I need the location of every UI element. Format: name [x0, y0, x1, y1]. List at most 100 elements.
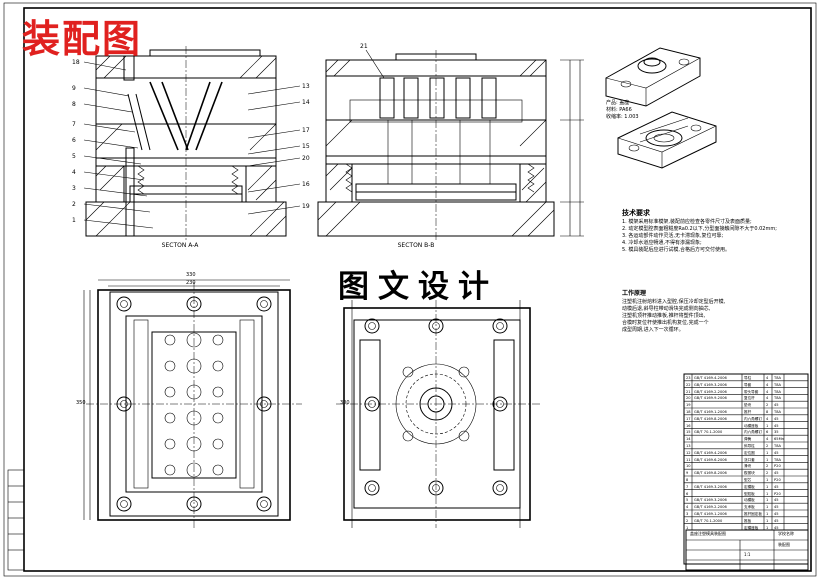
bolt-hole: [256, 496, 272, 512]
ejector-pin-hole: [164, 360, 176, 372]
ejector-pin-hole: [164, 438, 176, 450]
bom-cell: 18: [686, 409, 691, 414]
bom-cell: GB/T 4169.3-2006: [694, 484, 727, 489]
callout-number: 8: [72, 101, 76, 108]
bom-cell: GB/T 4169.1-2006: [694, 409, 727, 414]
bom-cell: 1: [766, 450, 769, 455]
bolt-hole: [364, 318, 380, 334]
ejector-pin-hole: [458, 430, 470, 442]
callout-leader: [247, 205, 301, 215]
title-drawing-name: 盖座注塑模具装配图: [690, 531, 726, 536]
callout-leader: [83, 203, 151, 213]
bom-cell: 内六角螺钉: [744, 416, 762, 421]
callout-leader: [247, 101, 301, 111]
bom-cell: 13: [686, 443, 691, 448]
bom-cell: T8A: [774, 389, 781, 394]
bom-cell: 2: [766, 471, 769, 476]
ejector-pin-hole: [164, 386, 176, 398]
bom-cell: 45: [774, 450, 779, 455]
bolt-hole: [256, 296, 272, 312]
callout-leader: [83, 171, 145, 181]
bom-cell: 10: [686, 464, 691, 469]
bom-cell: 9: [686, 471, 689, 476]
callout-leader: [83, 139, 139, 149]
callout-leader: [83, 123, 136, 133]
bom-cell: T8A: [774, 443, 781, 448]
bom-cell: 导柱: [744, 376, 752, 380]
bom-cell: 推杆固定板: [744, 511, 762, 516]
bom-cell: 4: [766, 437, 769, 442]
inner-frame: [23, 7, 812, 572]
callout-leader: [83, 155, 142, 165]
bolt-hole-inner: [120, 400, 128, 408]
bom-cell: GB/T 70.1-2000: [694, 518, 723, 523]
section-bb-label: SECTON B-B: [398, 242, 435, 249]
watermark-text: 图文设计: [338, 269, 498, 305]
bom-cell: 45: [774, 423, 779, 428]
bom-cell: GB/T 4169.4-2006: [694, 450, 727, 455]
callout-leader: [247, 183, 301, 193]
bom-cell: 16: [686, 423, 691, 428]
bom-cell: GB/T 4169.2-2006: [694, 389, 727, 394]
bom-cell: 4: [766, 396, 769, 401]
bolt-hole: [116, 296, 132, 312]
callout-leader: [83, 103, 133, 113]
callout-number: 20: [302, 155, 310, 162]
callout-leader: [83, 61, 127, 71]
bom-cell: 45: [774, 403, 779, 408]
bom-cell: 19: [686, 403, 691, 408]
bom-cell: 2: [766, 464, 769, 469]
bom-cell: 型芯: [744, 477, 752, 482]
cavity-hole: [186, 410, 202, 426]
callout-leader: [83, 219, 154, 229]
bom-cell: GB/T 4169.8-2006: [694, 416, 727, 421]
bom-cell: 1: [766, 423, 769, 428]
bom-cell: GB/T 4169.3-2006: [694, 382, 727, 387]
bom-cell: 4: [766, 416, 769, 421]
cavity-hole: [186, 462, 202, 478]
bolt-hole: [256, 396, 272, 412]
section-bb-view: [317, 50, 584, 240]
text-line: 注塑机注射熔料进入型腔,保压冷却定型后开模,: [622, 299, 726, 305]
bom-cell: 弹簧: [744, 437, 752, 442]
bom-cell: 复位杆: [744, 396, 755, 401]
bom-table: [683, 373, 809, 565]
ejector-pin-hole: [402, 430, 414, 442]
callout-leader: [247, 85, 301, 95]
bolt-hole-inner: [432, 484, 440, 492]
product-material: 材料: PA66: [606, 107, 632, 113]
bolt-hole: [428, 318, 444, 334]
callout-number: 6: [72, 137, 76, 144]
bom-cell: T8A: [774, 376, 781, 380]
bom-cell: 2: [686, 518, 689, 523]
bolt-hole: [492, 318, 508, 334]
text-line: 2. 动定模型腔表面粗糙度Ra0.2以下,分型面接触间隙不大于0.02mm;: [622, 226, 777, 232]
cavity-hole: [186, 384, 202, 400]
bom-cell: 4: [766, 376, 769, 380]
ejector-pin-hole: [212, 386, 224, 398]
callout-number: 15: [302, 143, 310, 150]
section-aa-label: SECTON A-A: [162, 242, 200, 249]
product-name: 产品: 盖座: [606, 100, 630, 106]
cavity-hole: [186, 436, 202, 452]
section-aa-view: [85, 46, 287, 240]
bom-cell: GB/T 4169.4-2006: [694, 376, 727, 380]
bolt-hole-inner: [120, 300, 128, 308]
callout-number: 2: [72, 201, 76, 208]
bom-cell: 23: [686, 376, 691, 380]
work-lines: 注塑机注射熔料进入型腔,保压冷却定型后开模,动模后退,斜导柱带动滑块完成侧向抽芯…: [622, 299, 802, 334]
bom-cell: 1: [766, 498, 769, 503]
bom-cell: 1: [766, 491, 769, 496]
part-isometric-top: [605, 47, 701, 107]
bom-cell: 推板: [744, 518, 752, 523]
bolt-hole-inner: [496, 484, 504, 492]
bolt-hole-inner: [496, 322, 504, 330]
